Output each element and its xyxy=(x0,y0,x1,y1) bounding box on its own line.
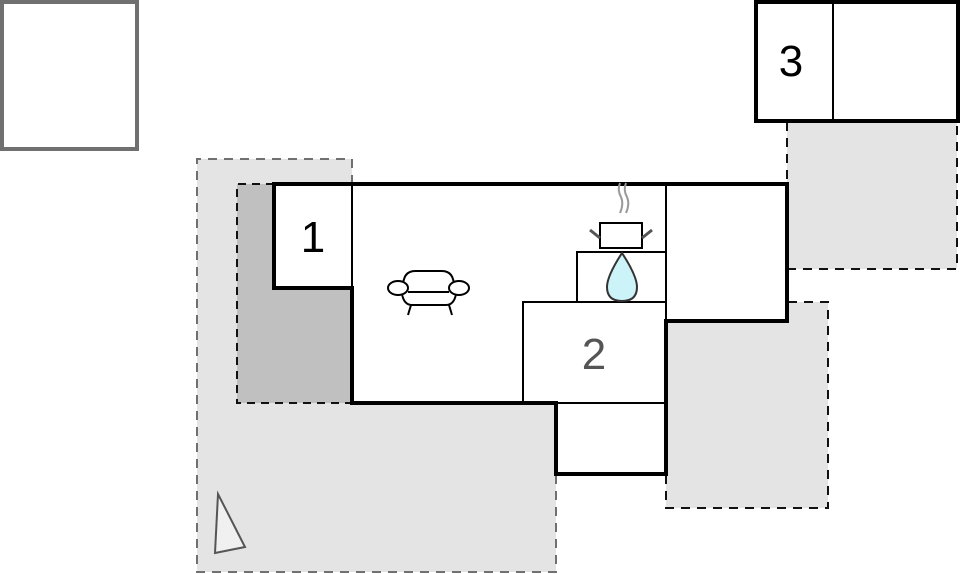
outdoor-area-west-border xyxy=(196,158,557,573)
outdoor-area-northeast xyxy=(787,122,957,269)
room-3-outline xyxy=(754,0,960,123)
room-label-1: 1 xyxy=(301,213,325,262)
room-label-2: 2 xyxy=(582,330,606,379)
room-3-building xyxy=(754,0,960,123)
outdoor-area-east-border xyxy=(665,301,829,509)
outdoor-area-northeast-border xyxy=(786,122,958,270)
cooking-pot-icon xyxy=(589,182,653,249)
main-house xyxy=(272,182,789,476)
north-arrow-icon xyxy=(213,490,247,555)
outdoor-areas xyxy=(196,122,958,573)
room-label-3: 3 xyxy=(779,37,803,86)
outdoor-area-west xyxy=(197,159,556,572)
water-drop-icon xyxy=(605,251,639,303)
outbuilding xyxy=(0,0,139,151)
covered-terrace-border xyxy=(236,183,352,404)
sofa-icon xyxy=(387,270,470,316)
outdoor-area-east xyxy=(666,302,828,508)
main-house-outline xyxy=(272,182,789,476)
